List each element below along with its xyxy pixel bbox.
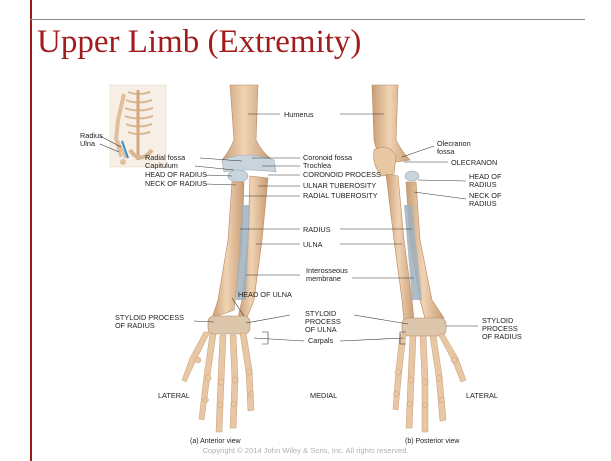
label-styloid-ulna-3: OF ULNA [305,325,337,334]
label-carpals: Carpals [308,336,333,345]
label-trochlea: Trochlea [303,161,332,170]
inset-ulna-label: Ulna [80,139,96,148]
label-ulnar-tuberosity: ULNAR TUBEROSITY [303,181,376,190]
label-coronoid-process: CORONOID PROCESS [303,170,381,179]
copyright-notice: Copyright © 2014 John Wiley & Sons, Inc.… [0,446,611,455]
label-head-of-ulna: HEAD OF ULNA [238,290,292,299]
label-medial: MEDIAL [310,391,337,400]
label-neck-of-radius-posterior-2: RADIUS [469,199,497,208]
label-lateral-posterior: LATERAL [466,391,498,400]
label-capitulum: Capitulum [145,161,178,170]
anterior-hand [182,332,254,432]
anterior-humerus [222,85,270,160]
label-radius: RADIUS [303,225,331,234]
label-radial-tuberosity: RADIAL TUBEROSITY [303,191,378,200]
caption-posterior-view: (b) Posterior view [405,438,460,445]
anterior-arm [182,85,276,432]
label-interosseous-2: membrane [306,274,341,283]
caption-anterior-view: (a) Anterior view [190,438,242,445]
label-styloid-radius-posterior-3: OF RADIUS [482,332,522,341]
label-neck-of-radius: NECK OF RADIUS [145,179,207,188]
posterior-hand [393,334,466,432]
label-head-of-radius-posterior-2: RADIUS [469,180,497,189]
label-styloid-radius-anterior-2: OF RADIUS [115,321,155,330]
label-head-of-radius: HEAD OF RADIUS [145,170,207,179]
posterior-arm [372,85,466,432]
label-olecranon-fossa-2: fossa [437,147,455,156]
label-olecranon: OLECRANON [451,158,497,167]
label-lateral-anterior: LATERAL [158,391,190,400]
label-ulna: ULNA [303,240,323,249]
label-humerus: Humerus [284,110,314,119]
